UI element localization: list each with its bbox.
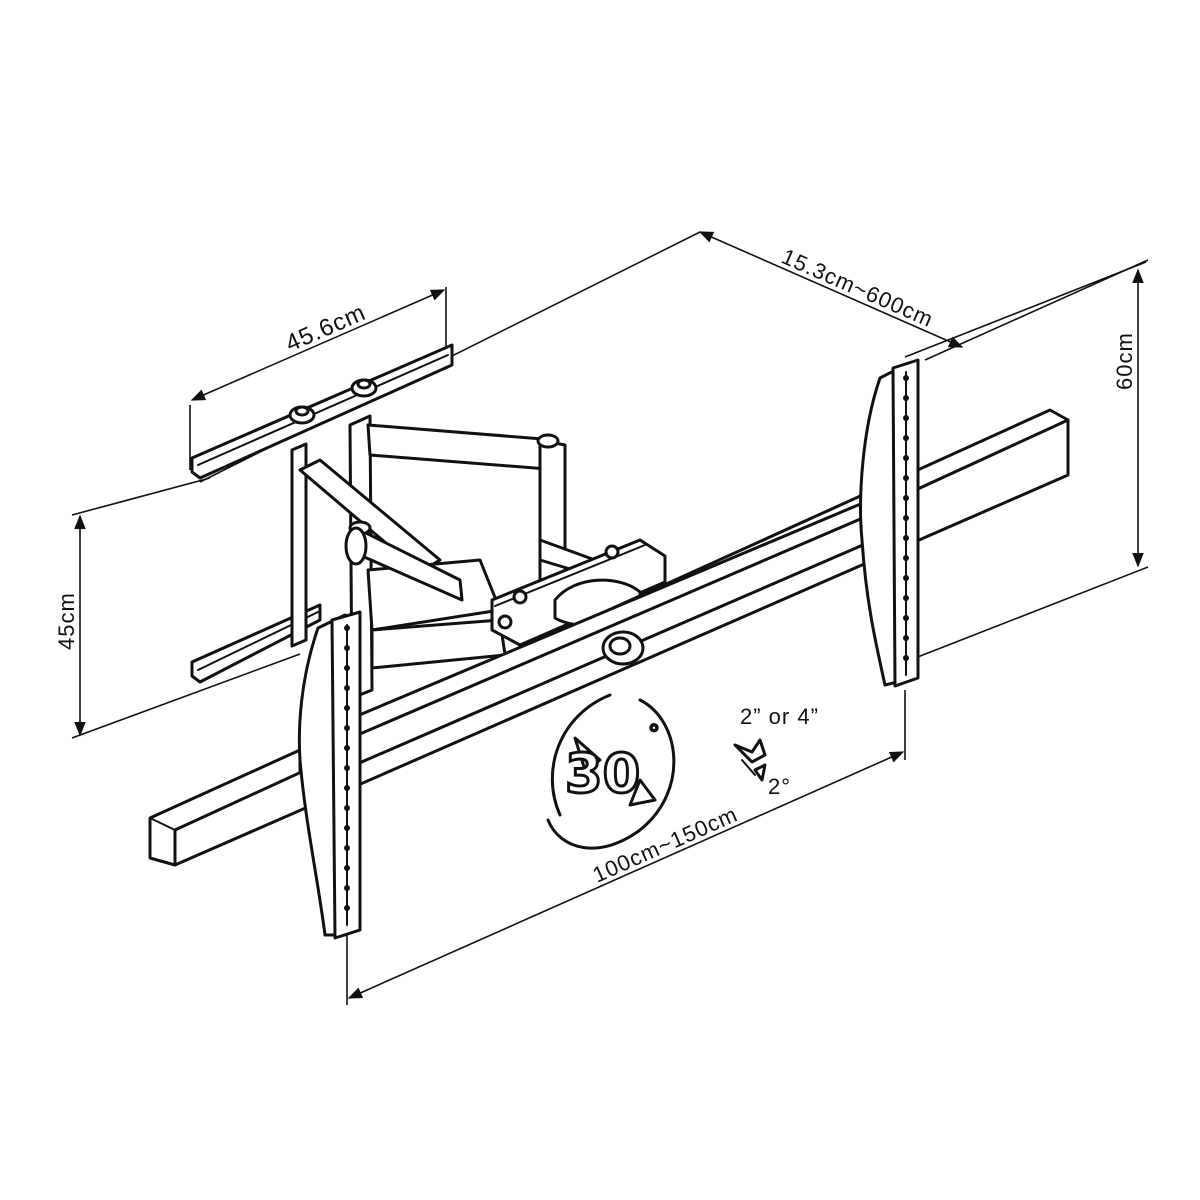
rotation-icon: 30 ° (546, 693, 676, 850)
rotation-value: 30 (565, 742, 640, 805)
tube-size-label: 2” or 4” (740, 704, 819, 729)
tilt-icon (733, 738, 767, 782)
bolt-icon (288, 405, 316, 425)
mount-height-label: 45cm (54, 592, 79, 650)
left-vertical-bracket (297, 610, 362, 940)
slot-holes (903, 375, 909, 661)
slot-holes (344, 625, 350, 911)
right-vertical-bracket (859, 358, 920, 688)
arm-plate-width-label: 45.6cm (282, 299, 370, 358)
bolt-icon (350, 378, 378, 398)
bracket-height-label: 60cm (1112, 332, 1137, 390)
lock-knob-icon (601, 630, 645, 666)
rotation-unit: ° (648, 720, 660, 748)
extension-range-label: 15.3cm~600cm (778, 244, 937, 332)
tilt-angle-label: 2° (768, 774, 791, 799)
